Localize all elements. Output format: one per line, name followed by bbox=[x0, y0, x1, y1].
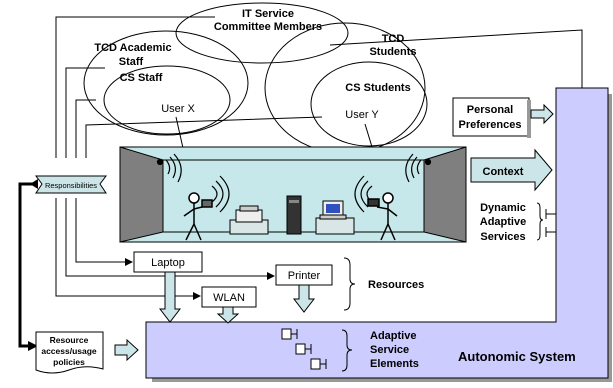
laptop-box: Laptop bbox=[133, 251, 203, 273]
computer-desk bbox=[315, 200, 355, 235]
wlan-down-arrow bbox=[216, 306, 240, 324]
autonomic-system-region bbox=[145, 87, 609, 379]
cs-students-line bbox=[85, 116, 323, 158]
dynamic-services-label-1: Dynamic bbox=[480, 202, 526, 214]
academic-line bbox=[65, 67, 105, 158]
user-x-label: User X bbox=[161, 103, 195, 115]
cs-students-label: CS Students bbox=[345, 82, 410, 94]
svg-text:access/usage: access/usage bbox=[41, 346, 97, 356]
dynamic-services-label-2: Adaptive bbox=[480, 216, 526, 228]
printer-desk bbox=[229, 205, 269, 235]
printer-down-arrow bbox=[292, 284, 316, 313]
preferences-arrow bbox=[530, 103, 554, 125]
laptop-down-arrow bbox=[158, 271, 182, 323]
dynamic-services-label-3: Services bbox=[480, 231, 525, 243]
responsibilities-box: Responsibilities bbox=[35, 175, 107, 194]
cs-staff-line bbox=[75, 99, 96, 158]
policies-document: Resource access/usage policies bbox=[35, 331, 104, 374]
adaptive-elements-brace bbox=[341, 329, 353, 372]
cs-students-ellipse bbox=[310, 61, 428, 147]
svg-text:Responsibilities: Responsibilities bbox=[45, 181, 97, 190]
it-service-label-1: IT Service bbox=[242, 8, 294, 20]
resources-label: Resources bbox=[368, 279, 424, 291]
personal-preferences-box: Personal Preferences bbox=[452, 97, 531, 138]
adaptive-element-icons bbox=[281, 328, 327, 370]
adaptive-elements-label-1: Adaptive bbox=[370, 330, 416, 342]
signal-user-x bbox=[211, 175, 230, 213]
printer-box: Printer bbox=[275, 264, 333, 286]
resp-policy-line bbox=[18, 182, 38, 348]
adaptive-elements-label-3: Elements bbox=[370, 358, 419, 370]
cs-staff-label: CS Staff bbox=[120, 72, 163, 84]
svg-text:Laptop: Laptop bbox=[151, 257, 185, 269]
tcd-academic-label-2: Staff bbox=[119, 56, 144, 68]
adaptive-elements-label-2: Service bbox=[370, 344, 409, 356]
it-service-label-2: Committee Members bbox=[214, 21, 322, 33]
cs-staff-ellipse bbox=[103, 65, 231, 135]
svg-text:WLAN: WLAN bbox=[213, 292, 245, 304]
wlan-box: WLAN bbox=[201, 286, 257, 308]
resp-laptop-line bbox=[75, 198, 133, 266]
user-y-label: User Y bbox=[345, 109, 379, 121]
it-service-ellipse bbox=[175, 2, 349, 64]
it-service-line bbox=[55, 16, 215, 158]
tcd-students-line bbox=[329, 29, 583, 88]
svg-text:Personal: Personal bbox=[467, 104, 513, 116]
resp-wlan-line bbox=[55, 198, 201, 300]
context-arrow: Context bbox=[470, 148, 553, 192]
service-connector-icon bbox=[545, 209, 556, 237]
svg-text:Preferences: Preferences bbox=[459, 119, 522, 131]
server-tower bbox=[286, 195, 302, 235]
svg-text:policies: policies bbox=[53, 357, 85, 367]
tcd-students-label-1: TCD bbox=[382, 33, 405, 45]
tcd-students-label-2: Students bbox=[369, 46, 416, 58]
signal-left-speaker bbox=[156, 153, 182, 183]
user-y-figure bbox=[367, 192, 398, 241]
policy-arrowhead bbox=[28, 341, 38, 351]
policy-arrow bbox=[114, 338, 139, 362]
svg-text:Context: Context bbox=[483, 166, 524, 178]
tcd-academic-ellipse bbox=[83, 30, 249, 136]
resources-brace bbox=[343, 257, 356, 311]
resp-arrowhead bbox=[30, 179, 38, 189]
svg-text:Printer: Printer bbox=[288, 270, 321, 282]
svg-text:Resource: Resource bbox=[50, 335, 89, 345]
resp-printer-line bbox=[65, 198, 275, 280]
user-x-figure bbox=[183, 192, 213, 241]
dynamic-services-brace bbox=[536, 202, 544, 241]
autonomic-system-label: Autonomic System bbox=[458, 349, 576, 364]
signal-right-speaker bbox=[405, 153, 432, 183]
tcd-academic-label-1: TCD Academic bbox=[94, 42, 171, 54]
